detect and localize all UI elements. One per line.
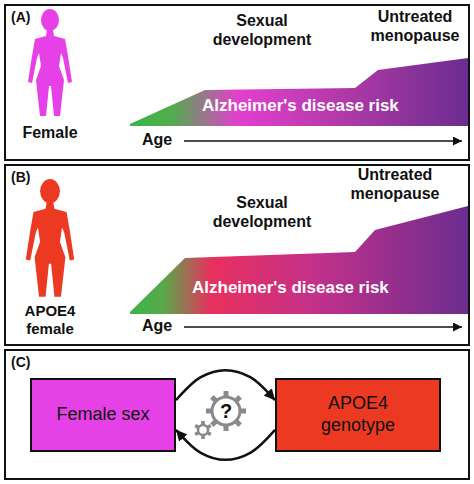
axis-label: Age	[134, 131, 180, 150]
panel-tag: (C)	[11, 354, 30, 370]
stage-label: Sexual development	[202, 194, 322, 232]
stage-label: Untreated menopause	[340, 166, 450, 204]
box-text: APOE4 genotype	[293, 387, 423, 442]
age-arrow	[184, 140, 462, 142]
panel: (C) Female sex APOE4 genotype	[4, 349, 470, 480]
factor-box: Female sex	[30, 378, 176, 452]
risk-band: Alzheimer's disease risk	[130, 56, 468, 126]
question-mark: ?	[216, 400, 236, 424]
band-text: Alzheimer's disease risk	[202, 96, 399, 116]
band-text: Alzheimer's disease risk	[192, 278, 389, 298]
axis-label: Age	[134, 317, 180, 336]
gear-icon	[206, 391, 246, 431]
figure-label: Female	[10, 124, 90, 143]
stage-label: Sexual development	[202, 12, 322, 50]
panel-tag: (A)	[11, 9, 30, 25]
band-shape	[130, 58, 468, 126]
stage-label: Untreated menopause	[360, 8, 470, 46]
band-shape	[130, 56, 468, 126]
box-text: Female sex	[46, 398, 159, 432]
female-figure	[28, 9, 72, 116]
gear-icon	[194, 421, 211, 439]
figure-label: APOE4 female	[8, 302, 92, 337]
factor-box: APOE4 genotype	[275, 378, 441, 452]
apoe4-female-figure	[26, 179, 74, 297]
panel-tag: (B)	[11, 169, 30, 185]
age-arrow	[184, 326, 462, 328]
cycle-arrow	[176, 430, 275, 460]
risk-band: Alzheimer's disease risk	[130, 186, 468, 314]
cycle-arrow	[176, 370, 275, 400]
